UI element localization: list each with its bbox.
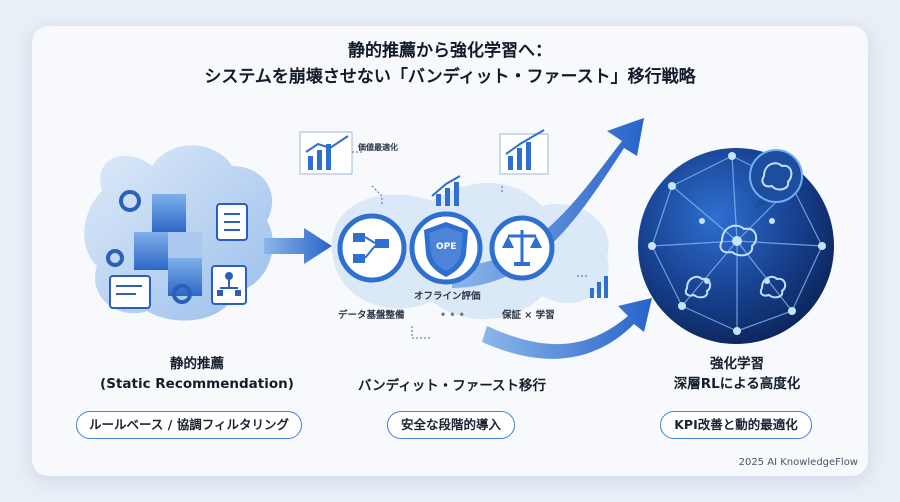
static-title-ja: 静的推薦 <box>170 356 224 372</box>
arrow-to-bandit <box>264 228 332 264</box>
scales-node <box>489 215 555 281</box>
data-infra-label: データ基盤整備 <box>338 310 405 321</box>
static-title: 静的推薦 (Static Recommendation) <box>92 354 302 394</box>
static-pill: ルールベース / 協調フィルタリング <box>76 411 302 439</box>
infographic-card: 静的推薦から強化学習へ： システムを崩壊させない「バンディット・ファースト」移行… <box>32 26 868 476</box>
page-title: 静的推薦から強化学習へ： システムを崩壊させない「バンディット・ファースト」移行… <box>32 38 868 90</box>
bandit-pill: 安全な段階的導入 <box>387 411 515 439</box>
title-line-1: 静的推薦から強化学習へ： <box>348 41 552 61</box>
cube-stack <box>134 194 202 296</box>
dotted-connectors <box>352 144 587 339</box>
brain-icon-lower <box>684 275 787 299</box>
settings-window-icon <box>109 275 151 309</box>
guarantee-learning-label: 保証 × 学習 <box>502 310 555 321</box>
chart-icon-bottom <box>590 276 608 298</box>
offline-eval-label: オフライン評価 <box>414 291 481 302</box>
rl-network-sphere <box>638 148 834 344</box>
title-line-2: システムを崩壊させない「バンディット・ファースト」移行戦略 <box>204 67 696 87</box>
bandit-title: バンディット・ファースト移行 <box>357 378 547 394</box>
brain-icon-center <box>719 224 758 257</box>
ope-shield-node <box>409 211 483 285</box>
chart-icon-middle <box>431 175 461 206</box>
shield-ope-label: OPE <box>436 242 457 252</box>
data-pipeline-node <box>337 213 407 283</box>
rl-title-ja: 強化学習 <box>710 356 764 372</box>
checklist-icon <box>216 203 248 241</box>
dots: • • • <box>440 310 465 321</box>
hierarchy-doc-icon <box>211 265 247 305</box>
brain-icon <box>749 149 803 210</box>
diagram-graphics <box>84 118 834 359</box>
footer-credit: 2025 AI KnowledgeFlow <box>738 457 858 468</box>
gear-icon <box>106 190 192 304</box>
chart-icon-top-right <box>499 129 549 175</box>
rl-title-sub: 深層RLによる高度化 <box>673 376 801 392</box>
static-title-en: (Static Recommendation) <box>100 376 294 392</box>
rl-title: 強化学習 深層RLによる高度化 <box>632 354 842 394</box>
chart-label: 価値最適化 <box>358 143 398 152</box>
rl-pill: KPI改善と動的最適化 <box>660 411 812 439</box>
chart-icon-top-left <box>299 131 353 175</box>
